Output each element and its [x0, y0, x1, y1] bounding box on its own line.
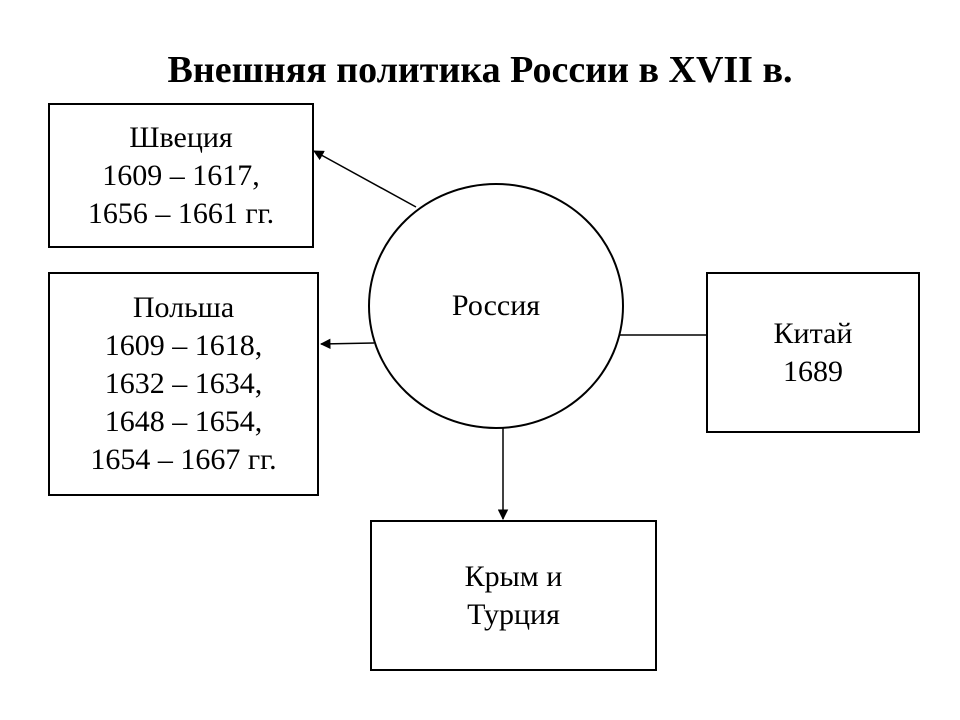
diagram-title: Внешняя политика России в XVII в.: [167, 49, 793, 91]
crimea-line-2: Турция: [467, 597, 560, 631]
sweden-name: Швеция: [129, 120, 233, 154]
node-china: Китай 1689: [706, 272, 920, 433]
poland-period-2: 1632 – 1634,: [104, 367, 263, 400]
node-poland: Польша 1609 – 1618, 1632 – 1634, 1648 – …: [48, 272, 319, 496]
russia-label: Россия: [451, 289, 541, 322]
sweden-period-2: 1656 – 1661 гг.: [87, 196, 275, 230]
poland-period-1: 1609 – 1618,: [104, 329, 263, 362]
node-crimea-turkey: Крым и Турция: [370, 520, 657, 671]
crimea-line-1: Крым и: [464, 559, 563, 593]
poland-period-3: 1648 – 1654,: [104, 405, 263, 438]
poland-name: Польша: [132, 291, 235, 324]
node-sweden: Швеция 1609 – 1617, 1656 – 1661 гг.: [48, 103, 314, 248]
node-russia-center: Россия: [368, 183, 624, 429]
china-name: Китай: [773, 316, 853, 350]
sweden-period-1: 1609 – 1617,: [102, 158, 260, 192]
poland-period-4: 1654 – 1667 гг.: [90, 443, 277, 476]
arrow-russia-to-sweden: [313, 150, 417, 208]
arrow-russia-to-poland: [319, 338, 375, 350]
china-year: 1689: [783, 354, 843, 388]
